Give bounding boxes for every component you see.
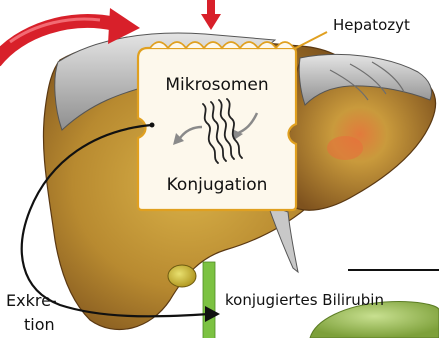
excretion-label-line1: Exkre-: [6, 291, 57, 310]
gallbladder: [168, 265, 196, 287]
liver-highlight: [327, 136, 363, 160]
red-down-arrow-icon: [201, 0, 221, 30]
bile-duct: [203, 262, 215, 338]
conjugated-bilirubin-label: konjugiertes Bilirubin: [225, 291, 384, 309]
microsomes-label: Mikrosomen: [165, 75, 268, 95]
conjugation-label: Konjugation: [167, 175, 268, 195]
excretion-label-line2: tion: [24, 315, 55, 334]
hepatocyte-label: Hepatozyt: [333, 16, 410, 34]
